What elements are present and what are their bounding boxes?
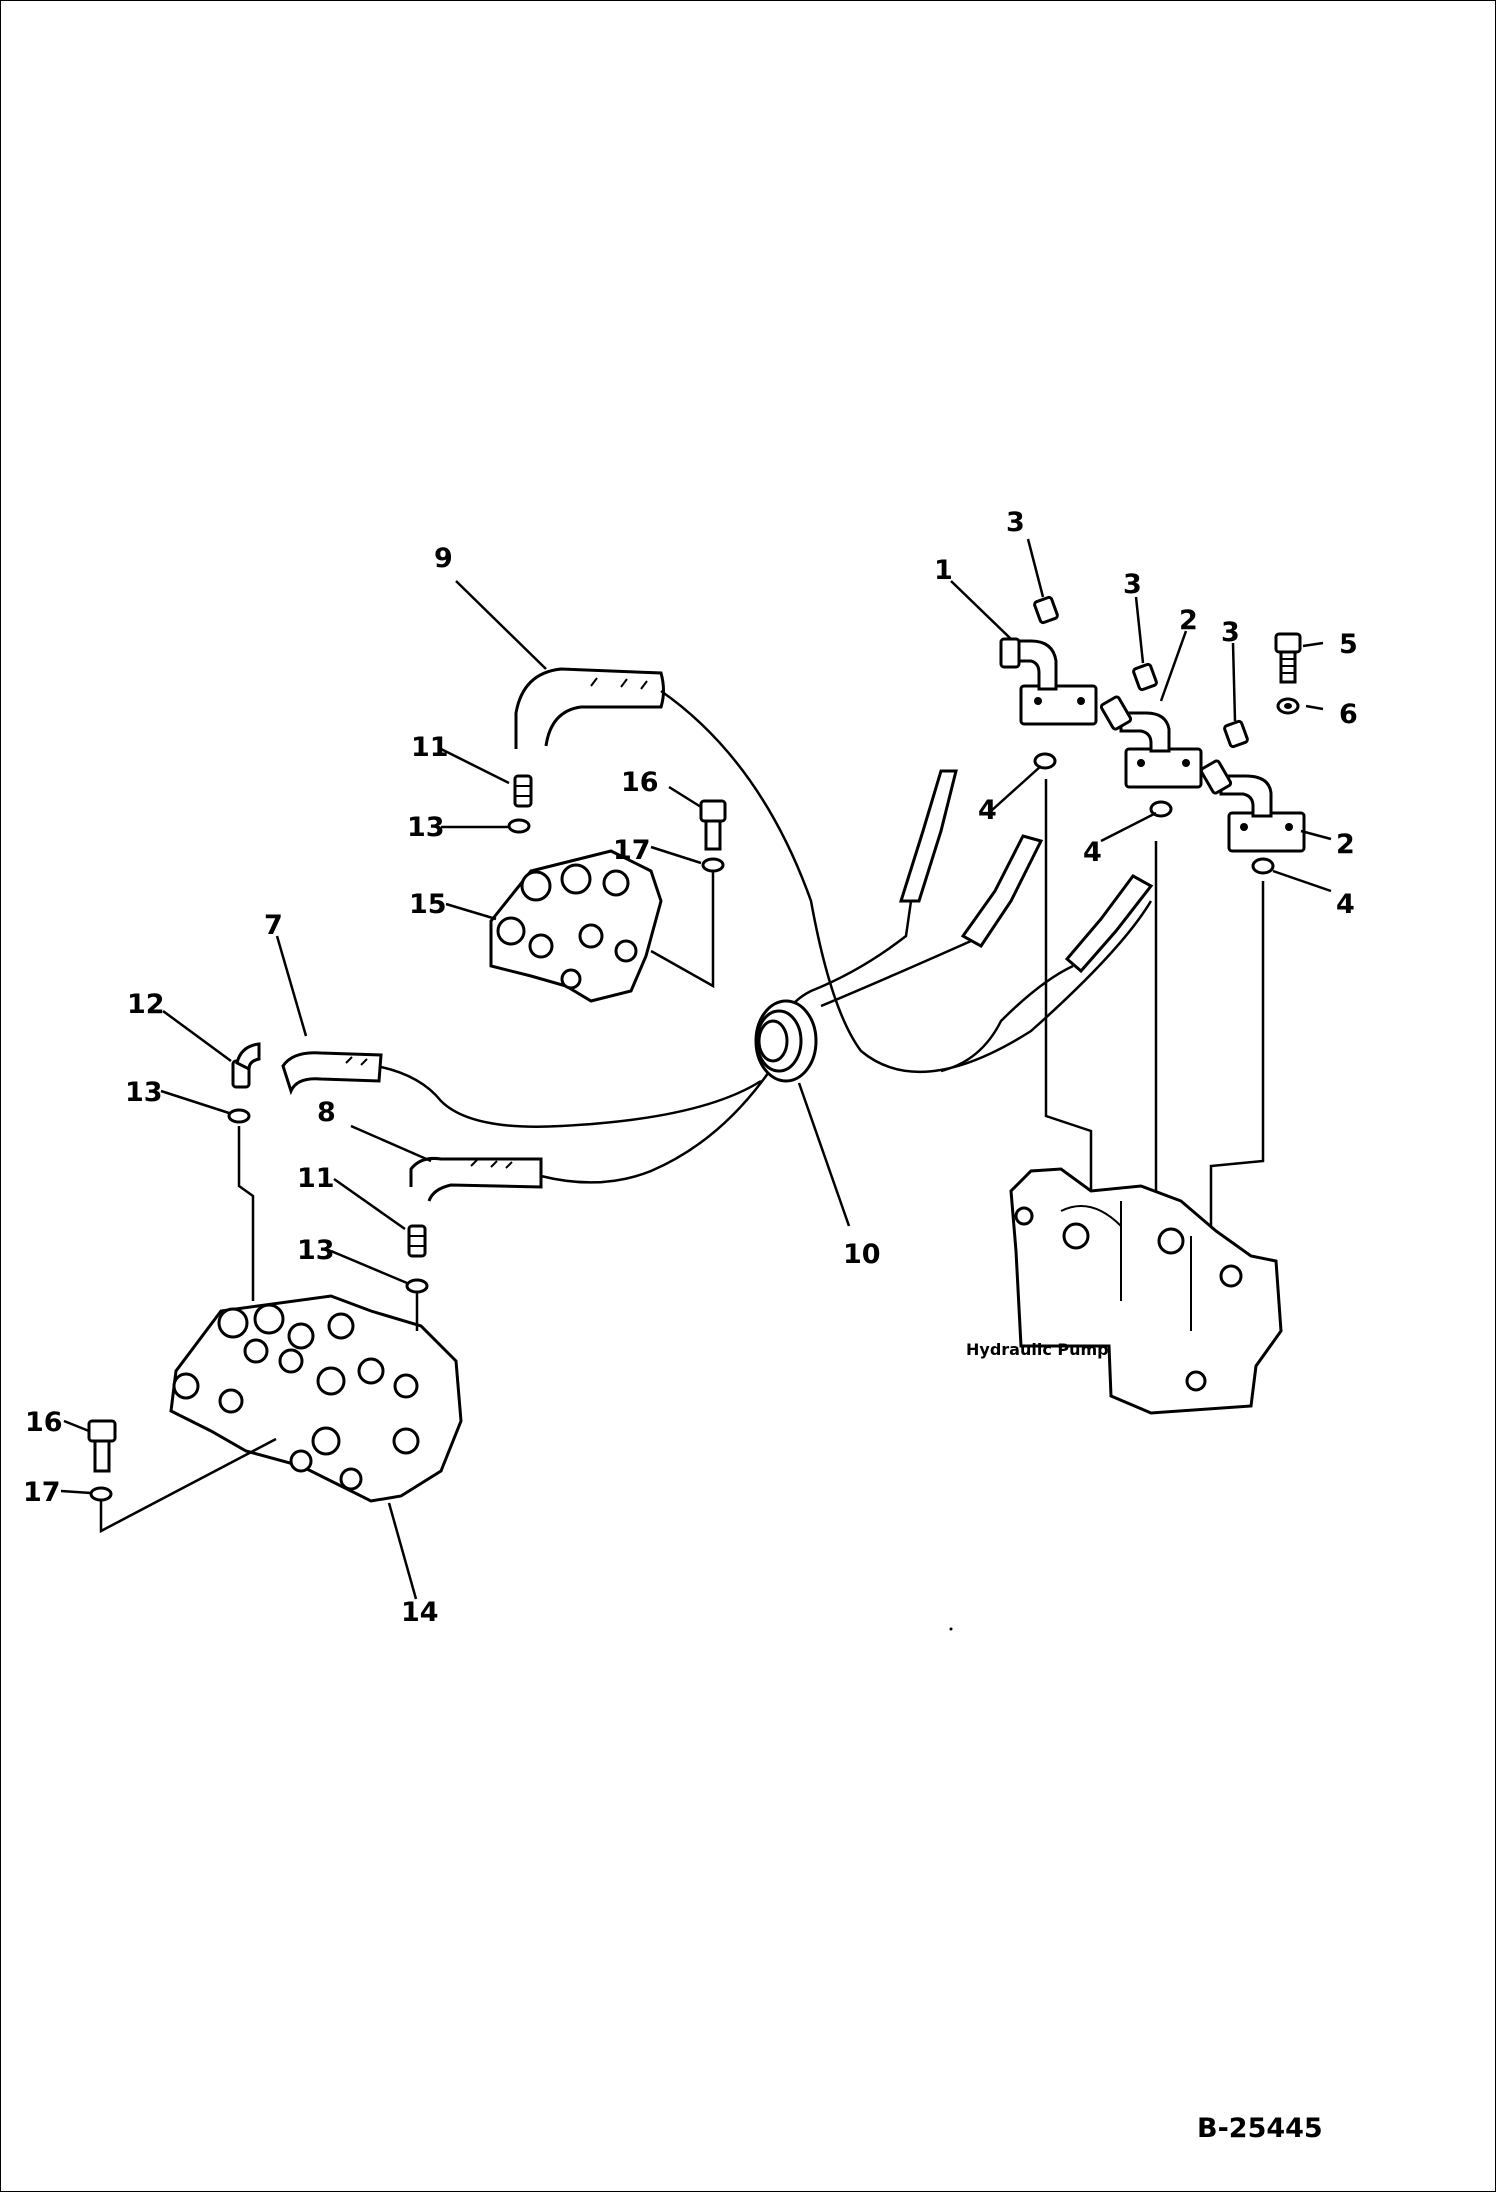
- callout-2-b: 2: [1336, 829, 1355, 860]
- callout-3-b: 3: [1123, 569, 1142, 600]
- hoses-to-pump: [779, 769, 1265, 1231]
- callout-11-b: 11: [297, 1163, 335, 1194]
- leader-17-lower: [99, 1437, 277, 1534]
- callout-12: 12: [127, 989, 165, 1020]
- callout-16-b: 16: [25, 1407, 63, 1438]
- o-ring-13-upper: [507, 818, 531, 834]
- callout-14: 14: [401, 1597, 439, 1628]
- callout-17-a: 17: [613, 835, 651, 866]
- callout-15: 15: [409, 889, 447, 920]
- plug-3-b: [1132, 662, 1158, 692]
- callout-8: 8: [317, 1097, 336, 1128]
- fitting-11-upper: [513, 774, 533, 808]
- callout-16-a: 16: [621, 767, 659, 798]
- elbow-fitting-1: [999, 637, 1098, 726]
- bolt-16-lower: [87, 1419, 117, 1473]
- elbow-fitting-12: [231, 1042, 261, 1089]
- plug-3-a: [1033, 595, 1059, 625]
- elbow-fitting-2-right: [1199, 759, 1306, 853]
- hose-8: [409, 1068, 773, 1202]
- elbow-fitting-2-left: [1099, 695, 1203, 789]
- washer-17-lower: [89, 1486, 113, 1502]
- leader-13-left: [237, 1126, 255, 1301]
- callout-3-c: 3: [1221, 617, 1240, 648]
- drawing-number: B-25445: [1197, 2113, 1323, 2144]
- callout-17-b: 17: [23, 1477, 61, 1508]
- bolt-5: [1274, 632, 1302, 684]
- plug-3-c: [1223, 719, 1249, 749]
- callout-11-a: 11: [411, 732, 449, 763]
- control-valve-14: [169, 1294, 463, 1503]
- washer-6: [1276, 697, 1300, 715]
- callout-7: 7: [264, 910, 283, 941]
- control-valve-15: [489, 849, 663, 1003]
- callout-13-b: 13: [125, 1077, 163, 1108]
- hydraulic-pump-label: Hydraulic Pump: [966, 1340, 1109, 1359]
- callout-4-c: 4: [1336, 889, 1355, 920]
- callout-13-c: 13: [297, 1235, 335, 1266]
- hose-9: [514, 667, 1153, 1074]
- leader-lines: [60, 538, 1332, 1600]
- callout-5: 5: [1339, 629, 1358, 660]
- hydraulic-pump: Hydraulic Pump: [966, 1167, 1283, 1415]
- callouts: 3 1 3 2 3 5 6 2 4 4 4 9 11 16 13 17 15 7…: [23, 507, 1358, 1628]
- o-ring-13-left: [227, 1108, 251, 1124]
- callout-1: 1: [934, 555, 953, 586]
- callout-3-a: 3: [1006, 507, 1025, 538]
- callout-4-a: 4: [978, 795, 997, 826]
- o-ring-13-lower: [405, 1278, 429, 1294]
- callout-4-b: 4: [1083, 837, 1102, 868]
- o-ring-4-a: [1033, 752, 1057, 770]
- washer-17-upper: [701, 857, 725, 873]
- bolt-16-upper: [699, 799, 727, 851]
- o-ring-4-b: [1149, 800, 1173, 818]
- stray-dot: [949, 1627, 953, 1631]
- callout-9: 9: [434, 543, 453, 574]
- leader-17-upper: [650, 871, 715, 989]
- hose-7: [281, 1051, 762, 1128]
- o-ring-4-c: [1251, 857, 1275, 875]
- callout-13-a: 13: [407, 812, 445, 843]
- callout-10: 10: [843, 1239, 881, 1270]
- fitting-11-lower: [407, 1224, 427, 1258]
- callout-6: 6: [1339, 699, 1358, 730]
- callout-2-a: 2: [1179, 605, 1198, 636]
- swivel-joint-10: [754, 999, 818, 1083]
